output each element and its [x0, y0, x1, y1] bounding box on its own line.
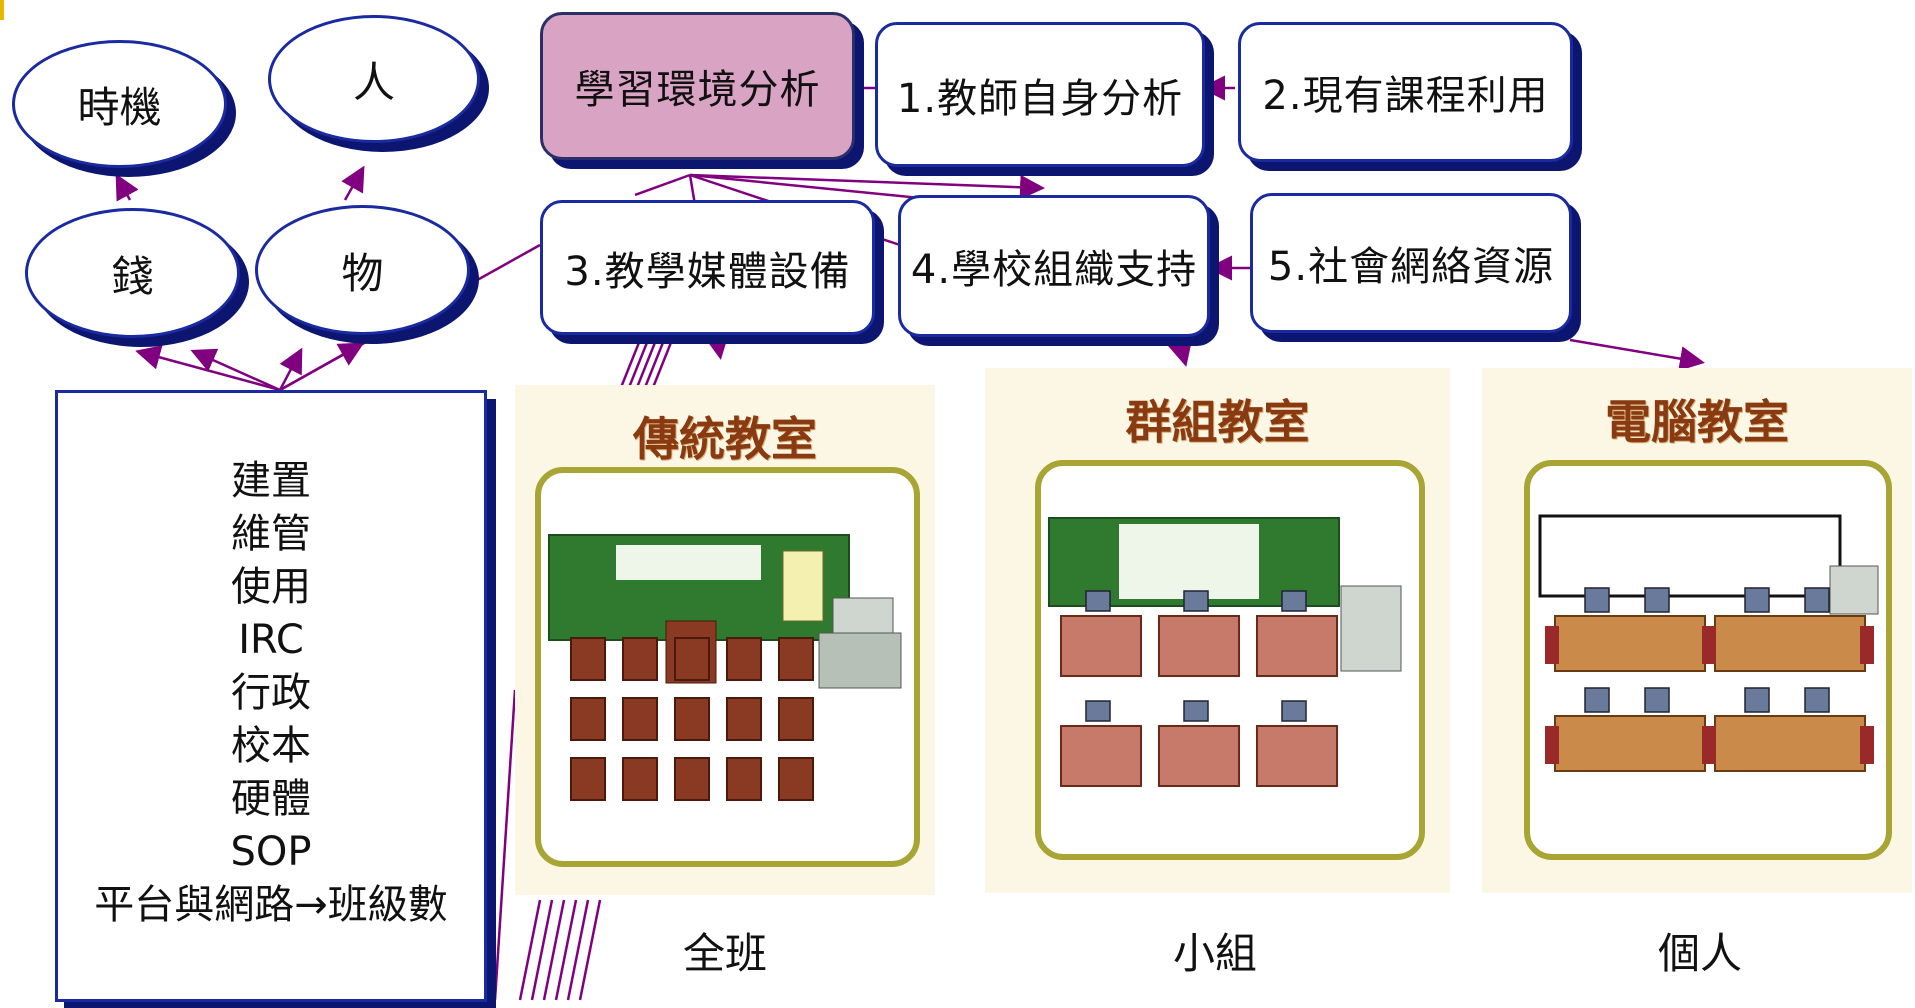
timing-label: 時機 — [77, 82, 162, 132]
computer-classroom-panel: 電腦教室 — [1482, 368, 1912, 893]
env-analysis-label: 學習環境分析 — [574, 67, 821, 113]
list-item: 建置 — [231, 458, 311, 504]
list-item: 平台與網路→班級數 — [94, 882, 448, 928]
list-item: 硬體 — [231, 776, 311, 822]
computer-classroom-title: 電腦教室 — [1605, 395, 1789, 449]
list-item: 使用 — [231, 564, 311, 610]
curriculum-node: 2.現有課程利用 — [1238, 22, 1573, 162]
teacher-node: 1.教師自身分析 — [875, 22, 1205, 167]
individual-caption: 個人 — [1657, 929, 1742, 978]
group-classroom-title: 群組教室 — [1125, 395, 1310, 449]
things-label: 物 — [341, 248, 384, 298]
money-label: 錢 — [111, 251, 154, 301]
computer-classroom-frame — [1524, 460, 1892, 860]
factor-list-box: 建置 維管 使用 IRC 行政 校本 硬體 SOP 平台與網路→班級數 — [55, 390, 487, 1002]
group-classroom-frame — [1035, 460, 1425, 860]
env-analysis-node: 學習環境分析 — [540, 12, 855, 160]
teacher-label: 1.教師自身分析 — [896, 75, 1184, 122]
list-item: 行政 — [231, 670, 311, 716]
corner-mark — [0, 0, 4, 20]
curriculum-label: 2.現有課程利用 — [1262, 73, 1549, 119]
computer-classroom-illustration — [1538, 514, 1879, 772]
social-node: 5.社會網絡資源 — [1250, 193, 1572, 333]
things-ellipse: 物 — [255, 205, 470, 335]
list-item: 維管 — [231, 511, 311, 557]
whole-class-caption: 全班 — [682, 929, 767, 978]
group-classroom-illustration — [1048, 517, 1402, 787]
traditional-classroom-illustration — [548, 534, 902, 801]
traditional-classroom-frame — [535, 467, 920, 867]
timing-ellipse: 時機 — [12, 40, 227, 168]
media-node: 3.教學媒體設備 — [540, 200, 875, 335]
list-item: IRC — [238, 617, 304, 663]
traditional-classroom-title: 傳統教室 — [633, 412, 817, 466]
group-classroom-panel: 群組教室 — [985, 368, 1450, 893]
people-label: 人 — [352, 57, 395, 107]
traditional-classroom-panel: 傳統教室 — [515, 385, 935, 895]
media-label: 3.教學媒體設備 — [564, 248, 851, 295]
social-label: 5.社會網絡資源 — [1267, 244, 1555, 290]
list-item: 校本 — [231, 723, 311, 769]
school-node: 4.學校組織支持 — [898, 195, 1210, 337]
money-ellipse: 錢 — [25, 208, 240, 338]
people-ellipse: 人 — [268, 15, 480, 143]
list-item: SOP — [230, 829, 312, 875]
small-group-caption: 小組 — [1172, 929, 1257, 978]
school-label: 4.學校組織支持 — [910, 247, 1198, 293]
